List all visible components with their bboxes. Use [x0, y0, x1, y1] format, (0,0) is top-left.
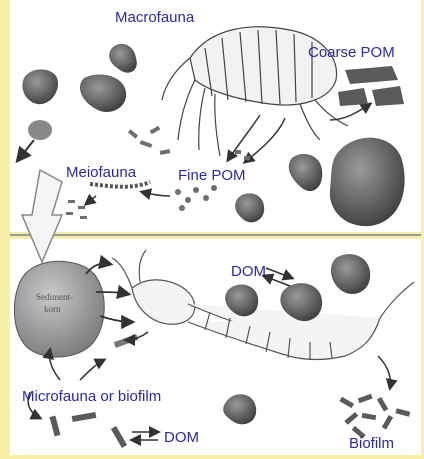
label-dom-bottom: DOM [164, 429, 199, 446]
label-meiofauna: Meiofauna [66, 164, 137, 181]
stone-top-large [330, 138, 405, 226]
label-dom-top: DOM [231, 263, 266, 280]
label-microfauna: Microfauna or biofilm [22, 388, 161, 405]
label-fine-pom: Fine POM [178, 167, 246, 184]
sediment-label-1: Sediment- [36, 292, 73, 302]
particle-left [28, 120, 52, 140]
label-biofilm: Biofilm [349, 435, 394, 452]
label-coarse-pom: Coarse POM [308, 44, 395, 61]
sediment-label-2: korn [44, 304, 61, 314]
label-macrofauna: Macrofauna [115, 9, 195, 26]
